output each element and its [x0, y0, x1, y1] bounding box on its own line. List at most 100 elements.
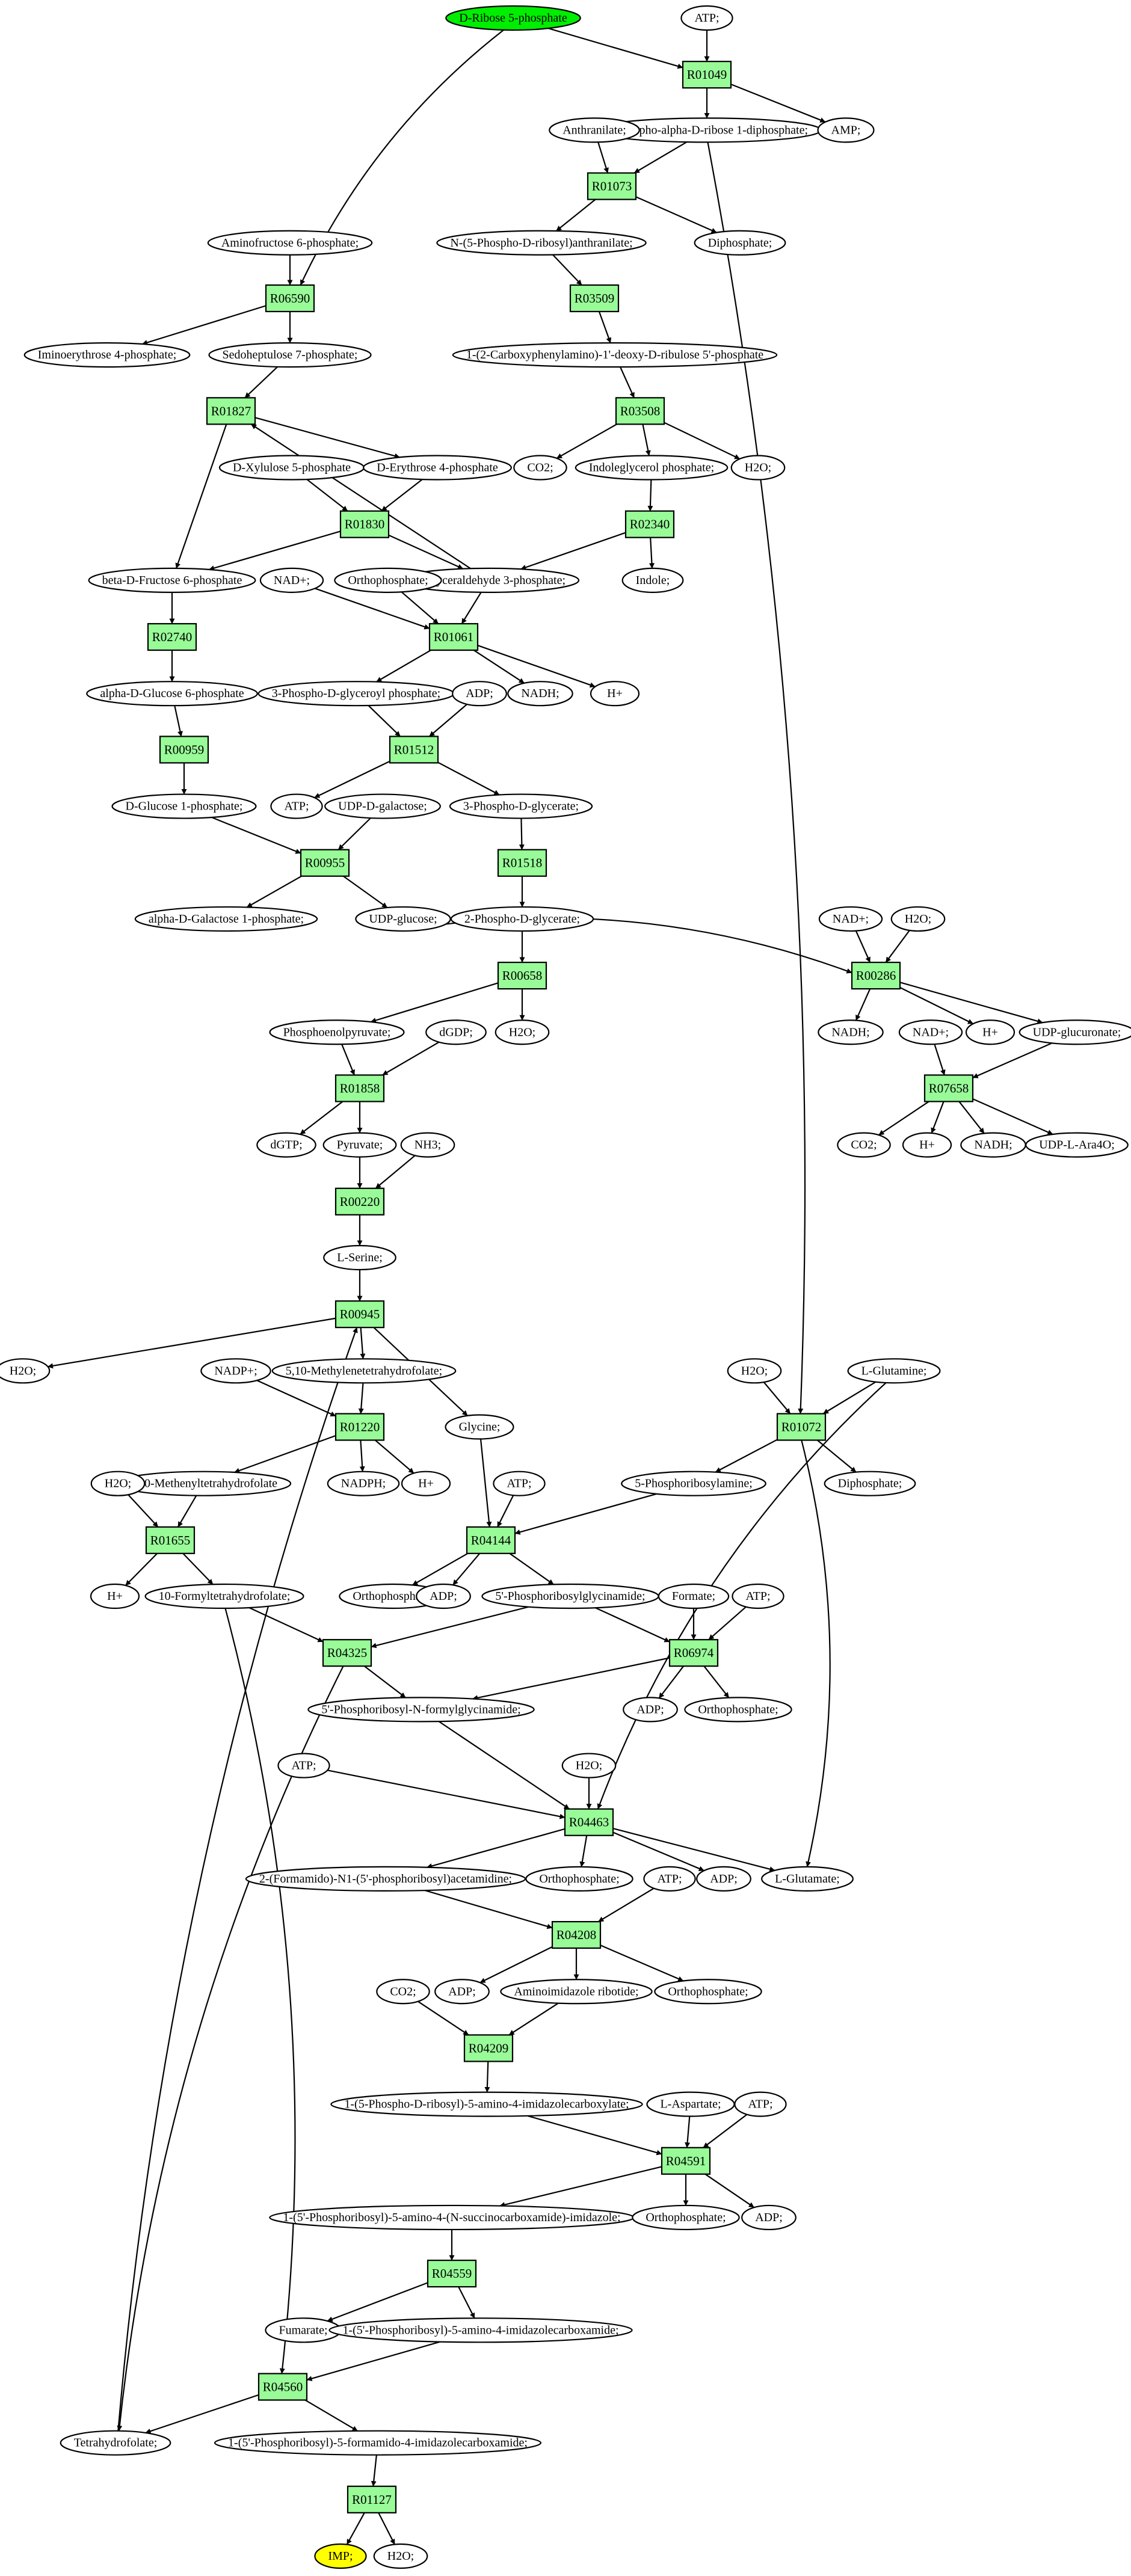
compound-label: 1-(5-Phospho-D-ribosyl)-5-amino-4-imidaz…	[344, 2098, 629, 2111]
compound-node: H2O;	[730, 455, 786, 481]
edge-c_udpgal-to-r00955	[337, 817, 371, 850]
compound-label: 1-(5'-Phosphoribosyl)-5-formamido-4-imid…	[228, 2436, 528, 2450]
reaction-label: R01827	[211, 404, 251, 418]
compound-node: 5,10-Methylenetetrahydrofolate;	[271, 1358, 457, 1384]
reaction-node: R04209	[463, 2034, 514, 2062]
compound-label: Aminofructose 6-phosphate;	[221, 236, 359, 250]
compound-node: alpha-D-Galactose 1-phosphate;	[134, 906, 318, 932]
compound-label: ATP;	[284, 800, 309, 813]
reaction-node: R04560	[257, 2373, 308, 2401]
compound-label: UDP-glucose;	[369, 912, 437, 926]
compound-ellipse	[90, 1471, 146, 1496]
compound-ellipse	[621, 1471, 766, 1496]
reaction-node: R01072	[776, 1413, 827, 1441]
compound-ellipse	[363, 455, 512, 481]
compound-ellipse	[452, 681, 507, 707]
edge-c_xu5p-to-r01830	[306, 479, 348, 512]
compound-ellipse	[513, 455, 567, 481]
reaction-node: R04144	[466, 1526, 516, 1554]
compound-node: NADP+;	[200, 1358, 271, 1384]
compound-ellipse	[328, 2317, 633, 2343]
compound-node: Fumarate;	[265, 2317, 342, 2343]
reaction-label: R01830	[345, 517, 385, 532]
reaction-box	[334, 1074, 385, 1102]
reaction-node: R00945	[334, 1300, 385, 1329]
compound-node: Orthophosphate;	[654, 1979, 762, 2005]
reaction-node: R00955	[300, 849, 350, 877]
edge-c_cair-to-r04591	[527, 2115, 662, 2156]
compound-label: L-Serine;	[337, 1251, 383, 1264]
compound-label: Fumarate;	[279, 2323, 327, 2337]
edge-r04591-to-c_saicar	[499, 2166, 662, 2208]
compound-ellipse	[208, 342, 372, 368]
compound-node: Aminoimidazole ribotide;	[500, 1979, 653, 2005]
compound-label: UDP-glucuronate;	[1033, 1025, 1121, 1039]
compound-ellipse	[965, 1019, 1015, 1045]
reaction-label: R04325	[327, 1646, 368, 1660]
edge-r01049-to-c_amp	[730, 84, 826, 123]
compound-label: NAD+;	[913, 1025, 949, 1039]
compound-label: Orthophosphate;	[646, 2211, 726, 2224]
reaction-label: R00959	[164, 742, 205, 757]
compound-ellipse	[245, 1866, 526, 1892]
reaction-node: R01220	[334, 1413, 385, 1441]
edge-r01072-to-c_glu	[801, 1440, 831, 1867]
edge-c_nad3-to-r07658	[934, 1044, 946, 1075]
compound-node: UDP-L-Ara4O;	[1025, 1132, 1129, 1158]
compound-node: 5-Phospho-alpha-D-ribose 1-diphosphate;	[591, 117, 822, 143]
compound-label: UDP-D-galactose;	[338, 800, 427, 813]
edge-c_s7p-to-r01827	[244, 366, 278, 399]
compound-node: ADP;	[452, 681, 507, 707]
edge-c_g3p-to-r01061	[461, 592, 482, 624]
compound-ellipse	[445, 5, 581, 31]
edge-c_nad1-to-r01061	[315, 588, 430, 630]
reaction-box	[145, 1526, 196, 1554]
compound-ellipse	[327, 1471, 400, 1496]
reaction-node: R01827	[206, 397, 256, 425]
edge-c_atp4-to-r06974	[708, 1606, 747, 1641]
reaction-box	[463, 2034, 514, 2062]
reaction-node: R04208	[551, 1920, 602, 1949]
reaction-box	[428, 622, 479, 651]
compound-label: NADH;	[831, 1025, 869, 1039]
reaction-label: R00955	[305, 856, 345, 870]
reaction-label: R04591	[666, 2154, 706, 2168]
edge-r00945-to-c_mthf	[360, 1327, 366, 1359]
reaction-label: R03509	[575, 291, 615, 306]
compound-label: NADH;	[521, 687, 559, 700]
compound-node: 5,10-Methenyltetrahydrofolate	[115, 1471, 292, 1496]
compound-ellipse	[271, 1358, 457, 1384]
compound-label: ADP;	[466, 687, 493, 700]
compound-ellipse	[684, 1697, 792, 1723]
edge-r04325-to-c_thf	[117, 1665, 344, 2432]
compound-label: H2O;	[509, 1025, 535, 1039]
reaction-box	[587, 172, 637, 200]
compound-label: Indole;	[636, 574, 670, 587]
reaction-box	[334, 1300, 385, 1329]
edge-r07658-to-c_nadh3	[958, 1101, 985, 1134]
compound-node: H2O;	[890, 906, 946, 932]
edge-r01127-to-c_imp	[346, 2512, 365, 2545]
compound-node: L-Serine;	[323, 1244, 396, 1271]
compound-label: Formate;	[672, 1590, 715, 1603]
compound-ellipse	[495, 1019, 550, 1045]
reaction-box	[206, 397, 256, 425]
edge-c_pra-to-r04144	[514, 1493, 657, 1535]
reaction-box	[923, 1074, 974, 1102]
reaction-box	[265, 284, 315, 313]
compound-ellipse	[730, 455, 786, 481]
edge-r03508-to-c_h2o1	[664, 422, 741, 460]
reaction-label: R04209	[469, 2041, 509, 2055]
edge-c_atp7-to-r04591	[703, 2113, 748, 2148]
compound-node: N-(5-Phospho-D-ribosyl)anthranilate;	[436, 230, 647, 256]
edge-r01073-to-c_npra	[555, 198, 596, 232]
edge-c_prpp-to-r01072	[707, 142, 806, 1414]
compound-label: Anthranilate;	[562, 123, 626, 137]
reaction-node: R02740	[147, 622, 197, 651]
compound-node: ADP;	[416, 1583, 471, 1609]
edge-r04559-to-c_fum	[327, 2282, 428, 2322]
compound-label: Sedoheptulose 7-phosphate;	[223, 348, 358, 361]
compound-ellipse	[134, 906, 318, 932]
reaction-label: R04463	[569, 1815, 609, 1830]
